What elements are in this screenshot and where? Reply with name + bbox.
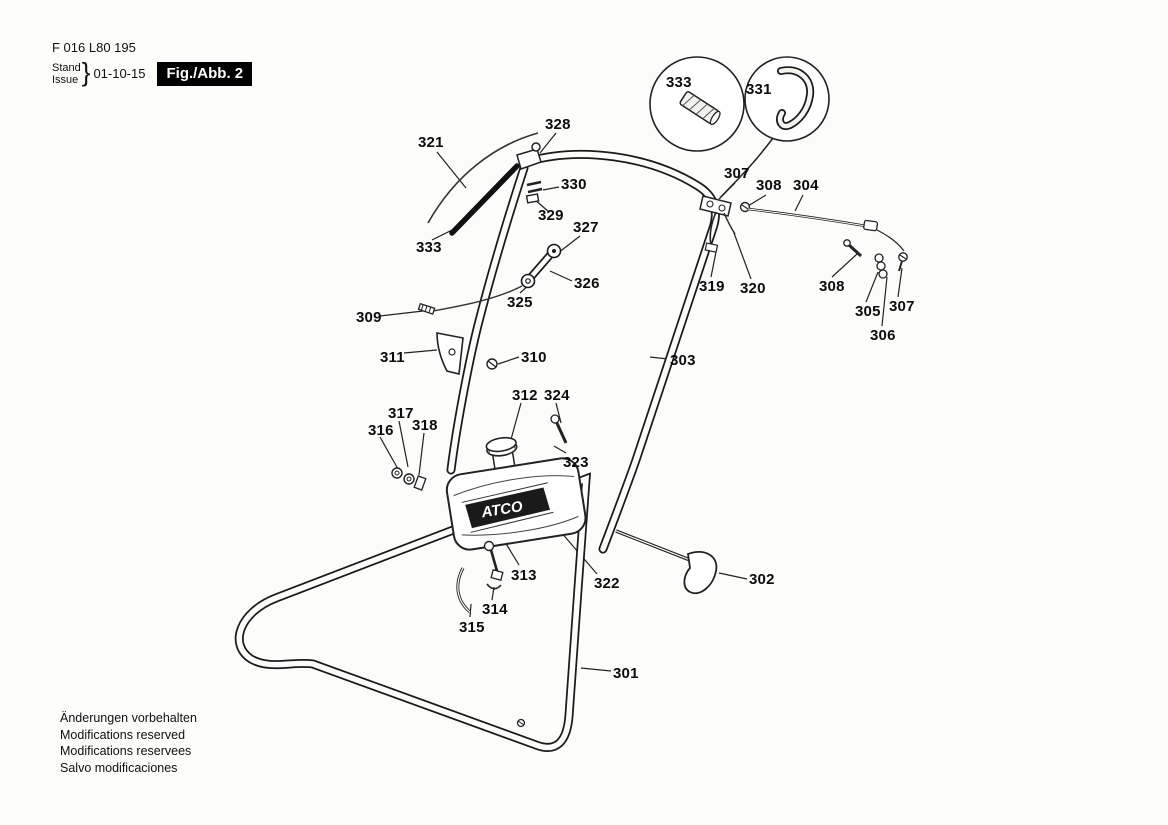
cable-clamp-assembly (699, 195, 905, 253)
cable-321 (427, 132, 539, 224)
part-label-316: 316 (368, 422, 394, 439)
part-label-311: 311 (380, 349, 405, 366)
part-label-321: 321 (418, 134, 444, 151)
part-label-304: 304 (793, 177, 819, 194)
part-label-331-detail: 331 (746, 81, 772, 98)
handle-top-fittings (516, 142, 543, 204)
issue-label: Issue (52, 73, 79, 86)
legal-line-fr: Modifications reservees (60, 744, 192, 758)
part-label-318: 318 (412, 417, 438, 434)
fuel-tank: ATCO (445, 436, 587, 551)
part-label-320: 320 (740, 280, 766, 297)
part-label-308-right: 308 (819, 278, 845, 295)
part-label-327: 327 (573, 219, 599, 236)
legal-line-en: Modifications reserved (60, 727, 186, 742)
part-label-306: 306 (870, 327, 896, 344)
figure-label-box: Fig./Abb. 2 (157, 61, 253, 86)
part-label-310: 310 (521, 349, 547, 366)
brace-glyph: } (81, 57, 91, 87)
part-label-319: 319 (699, 278, 725, 295)
frame-bolt (516, 718, 526, 728)
dipstick-and-hose (456, 540, 504, 614)
part-label-307-top: 307 (724, 165, 750, 182)
part-label-325: 325 (507, 294, 533, 311)
legal-line-es: Salvo modificaciones (60, 760, 178, 775)
detail-circle-pin (649, 56, 745, 152)
part-label-313: 313 (511, 567, 537, 584)
part-label-328: 328 (545, 116, 571, 133)
stand-label: Stand (52, 61, 81, 74)
part-label-326: 326 (574, 275, 600, 292)
control-rod-grip (615, 529, 718, 595)
part-label-301: 301 (613, 665, 639, 682)
part-label-323: 323 (563, 454, 589, 471)
part-label-312: 312 (512, 387, 538, 404)
part-label-322: 322 (594, 575, 620, 592)
hook-cable (719, 137, 774, 199)
document-code: F 016 L80 195 (52, 40, 136, 55)
throttle-lever (520, 243, 562, 289)
fastener-stack (843, 239, 908, 279)
tank-logo-text: ATCO (479, 498, 524, 521)
part-label-307-right: 307 (889, 298, 915, 315)
legal-notes: Änderungen vorbehalten Modifications res… (60, 710, 197, 776)
upper-handle-tube (446, 150, 720, 554)
stand-issue-block: Stand Issue } 01-10-15 Fig./Abb. 2 (52, 57, 253, 89)
lower-frame-tube (234, 472, 592, 752)
screw-309 (417, 302, 436, 315)
bolt-324 (550, 414, 568, 444)
legal-line-de: Änderungen vorbehalten (60, 711, 197, 725)
screw-310 (486, 358, 498, 370)
issue-date: 01-10-15 (93, 66, 146, 81)
leader-lines (379, 94, 903, 672)
small-fasteners (391, 467, 427, 491)
part-label-302: 302 (749, 571, 775, 588)
part-label-329: 329 (538, 207, 564, 224)
part-label-333-detail: 333 (666, 74, 692, 91)
part-label-305: 305 (855, 303, 881, 320)
part-label-308-top: 308 (756, 177, 782, 194)
part-label-330: 330 (561, 176, 587, 193)
detail-circle-hook (744, 56, 830, 142)
part-label-324: 324 (544, 387, 570, 404)
bracket-311 (436, 332, 464, 375)
lever-cable (432, 285, 523, 312)
part-label-314: 314 (482, 601, 508, 618)
part-label-315: 315 (459, 619, 485, 636)
part-label-303: 303 (670, 352, 696, 369)
part-label-333-main: 333 (416, 239, 442, 256)
part-label-317: 317 (388, 405, 414, 422)
pin-rod (449, 163, 520, 236)
tank-logo-flag (465, 487, 551, 529)
part-label-309: 309 (356, 309, 382, 326)
